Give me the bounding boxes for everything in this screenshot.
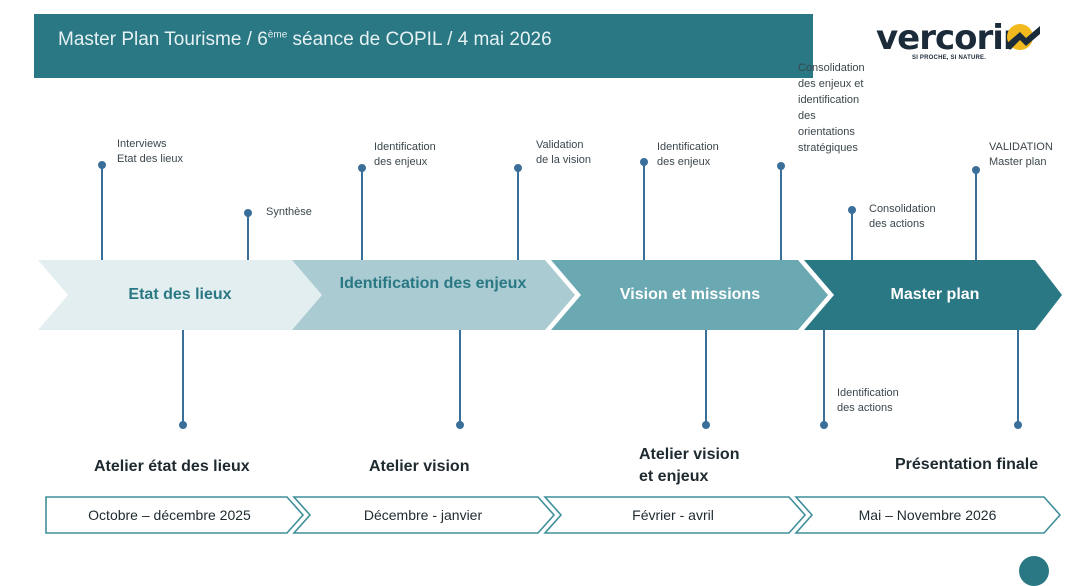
connector-dot	[702, 421, 710, 429]
atelier-vision-enjeux: Atelier vision et enjeux	[639, 446, 740, 485]
timeline-label-3: Février - avril	[632, 507, 714, 523]
timeline-label-1: Octobre – décembre 2025	[88, 507, 251, 523]
annotation-validation-master: VALIDATION Master plan	[989, 141, 1053, 168]
vercorin-logo: vercorin	[876, 18, 1027, 58]
connector-dot	[179, 421, 187, 429]
connector-dot	[244, 209, 252, 217]
logo-badge-icon	[1019, 556, 1049, 586]
connector-dot	[848, 206, 856, 214]
phase-chevron-1	[38, 260, 322, 330]
annotation-identification-1: Identification des enjeux	[374, 141, 436, 168]
connector-dot	[972, 166, 980, 174]
annotation-synthese: Synthèse	[266, 206, 312, 218]
connector-dot	[1014, 421, 1022, 429]
annotation-interviews: Interviews Etat des lieux	[117, 138, 184, 165]
annotation-validation: Validation de la vision	[536, 139, 592, 166]
timeline-chevron-4	[794, 496, 1062, 534]
atelier-presentation-finale: Présentation finale	[895, 456, 1039, 473]
connector-dot	[777, 162, 785, 170]
phase-label-3: Vision et missions	[619, 286, 761, 303]
phase-chevron-3	[551, 260, 828, 330]
timeline-chevron-3	[543, 496, 807, 534]
timeline-label-4: Mai – Novembre 2026	[858, 507, 997, 523]
atelier-etat-des-lieux: Atelier état des lieux	[94, 458, 250, 475]
logo-tagline: SI PROCHE, SI NATURE.	[912, 55, 987, 61]
annotation-identification-2: Identification des enjeux	[657, 141, 719, 168]
connector-dot	[358, 164, 366, 172]
timeline-label-2: Décembre - janvier	[363, 507, 483, 523]
connector-dot	[456, 421, 464, 429]
logo-sun-icon	[1006, 24, 1040, 50]
connector-dot	[820, 421, 828, 429]
phase-chevron-2	[292, 260, 575, 330]
connector-dot	[640, 158, 648, 166]
atelier-vision: Atelier vision	[369, 458, 470, 475]
phase-chevron-4	[804, 260, 1062, 330]
timeline-chevron-2	[292, 496, 556, 534]
connector-dot	[514, 164, 522, 172]
phase-label-4: Master plan	[890, 286, 980, 303]
connector-dot	[98, 161, 106, 169]
page-title: Master Plan Tourisme / 6ème séance de CO…	[58, 29, 552, 50]
header-bar	[34, 14, 813, 78]
phase-label-1: Etat des lieux	[128, 286, 232, 303]
annotation-consolidation-actions: Consolidation des actions	[869, 203, 936, 230]
annotation-identification-actions: Identification des actions	[837, 387, 899, 414]
timeline-chevron-1	[45, 496, 305, 534]
phase-label-2: Identification des enjeux	[339, 275, 527, 292]
annotation-consolidation-enjeux: Consolidation des enjeux et identificati…	[798, 62, 865, 154]
